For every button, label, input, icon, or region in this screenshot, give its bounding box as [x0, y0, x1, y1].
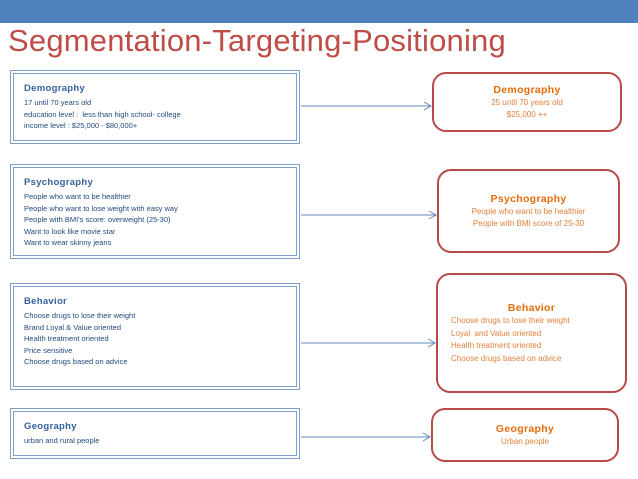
segment-demography-line: income level : $25,000 - $80,000+	[24, 121, 138, 130]
segment-geography-heading: Geography	[24, 421, 77, 432]
connector-arrow-demography	[301, 101, 433, 111]
segment-behavior-line: Choose drugs based on advice	[24, 357, 128, 366]
segment-box-behavior: Behavior Choose drugs to lose their weig…	[10, 283, 300, 390]
target-behavior-line: Choose drugs to lose their weight	[451, 316, 570, 325]
segment-box-geography: Geography urban and rural people	[10, 408, 300, 459]
target-box-psychography: Psychography People who want to be healt…	[437, 169, 620, 253]
segment-psychography-line: Want to wear skinny jeans	[24, 238, 112, 247]
segment-behavior-heading: Behavior	[24, 296, 68, 307]
target-psychography-line: People with BMI score of 25-30	[472, 219, 585, 228]
target-behavior-line: Choose drugs based on advice	[451, 353, 562, 363]
segment-psychography-line: People who want to be healthier	[24, 192, 131, 201]
segment-behavior-line: Health treatment oriented	[24, 334, 109, 343]
target-behavior-line: Loyal and Value oriented	[451, 328, 542, 338]
target-psychography-line: People who want to be healthier	[471, 206, 586, 216]
slide-top-accent-bar	[0, 0, 638, 23]
segment-psychography-line: People with BMI's score: overweight (25-…	[24, 215, 171, 224]
segment-behavior-line: Choose drugs to lose their weight	[24, 311, 136, 320]
target-demography-line: $25,000 ++	[506, 110, 548, 119]
segment-box-psychography: Psychography People who want to be healt…	[10, 164, 300, 259]
segment-geography-line: urban and rural people	[24, 436, 100, 445]
segment-box-demography: Demography 17 until 70 years old educati…	[10, 70, 300, 144]
target-psychography-heading: Psychography	[490, 192, 567, 205]
segment-demography-line: education level : less than high school-…	[24, 109, 181, 119]
segment-behavior-line: Brand Loyal & Value oriented	[24, 322, 122, 332]
segment-behavior-line: Price sensitive	[24, 345, 73, 355]
target-demography-line: 25 until 70 years old	[491, 97, 563, 107]
target-geography-line: Urban people	[500, 436, 550, 446]
segment-demography-heading: Demography	[24, 83, 86, 94]
connector-arrow-psychography	[301, 210, 438, 220]
target-box-geography: Geography Urban people	[431, 408, 619, 462]
slide-title: Segmentation-Targeting-Positioning	[8, 23, 506, 58]
target-behavior-line: Health treatment oriented	[451, 341, 542, 350]
target-box-behavior: Behavior Choose drugs to lose their weig…	[436, 273, 627, 393]
segment-psychography-line: People who want to lose weight with easy…	[24, 203, 178, 213]
target-demography-heading: Demography	[493, 83, 561, 96]
segment-psychography-heading: Psychography	[24, 177, 94, 188]
segment-psychography-line: Want to look like movie star	[24, 226, 116, 236]
target-geography-heading: Geography	[495, 422, 555, 435]
segment-demography-line: 17 until 70 years old	[24, 98, 92, 107]
target-box-demography: Demography 25 until 70 years old $25,000…	[432, 72, 622, 132]
target-behavior-heading: Behavior	[507, 302, 556, 314]
connector-arrow-behavior	[301, 338, 437, 348]
connector-arrow-geography	[301, 432, 432, 442]
